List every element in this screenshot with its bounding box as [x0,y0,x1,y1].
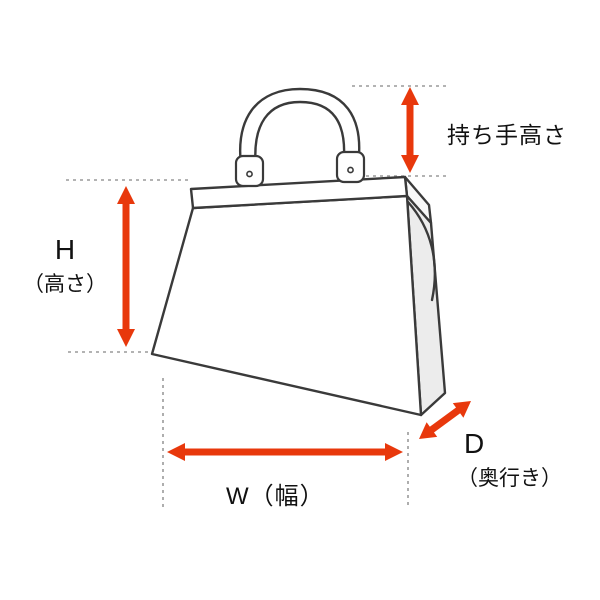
bag-frame-band [189,175,409,210]
width-arrow-head-right [385,443,403,461]
width-arrow [167,443,403,461]
height-arrow [117,186,135,347]
depth-arrow [419,401,471,439]
bag-illustration [150,87,447,417]
bag-rivet-left [246,170,253,178]
handle-height-arrow [401,87,419,173]
dimension-arrows [117,87,471,461]
height-label: H [54,234,76,265]
width-label: W（幅） [226,483,325,510]
bag-flap-edge [406,200,437,302]
handle-height-arrow-head-top [401,87,419,105]
bag-rivet-right [347,166,354,174]
depth-sublabel: （奥行き） [457,467,562,490]
height-sublabel: （高さ） [23,273,107,296]
height-arrow-head-bottom [117,329,135,347]
handle-height-arrow-head-bottom [401,155,419,173]
bag-handle-inner [254,100,346,178]
depth-arrow-head-bottom [419,422,438,439]
width-arrow-head-left [167,443,185,461]
height-arrow-head-top [117,186,135,204]
handle-height-label: 持ち手高さ [447,122,567,148]
bag-front-panel [150,194,423,417]
depth-arrow-head-top [452,401,471,418]
guide-lines [66,85,448,508]
depth-label: D [464,428,485,459]
depth-arrow-shaft [427,406,463,434]
bag-handle-outer [239,87,361,180]
